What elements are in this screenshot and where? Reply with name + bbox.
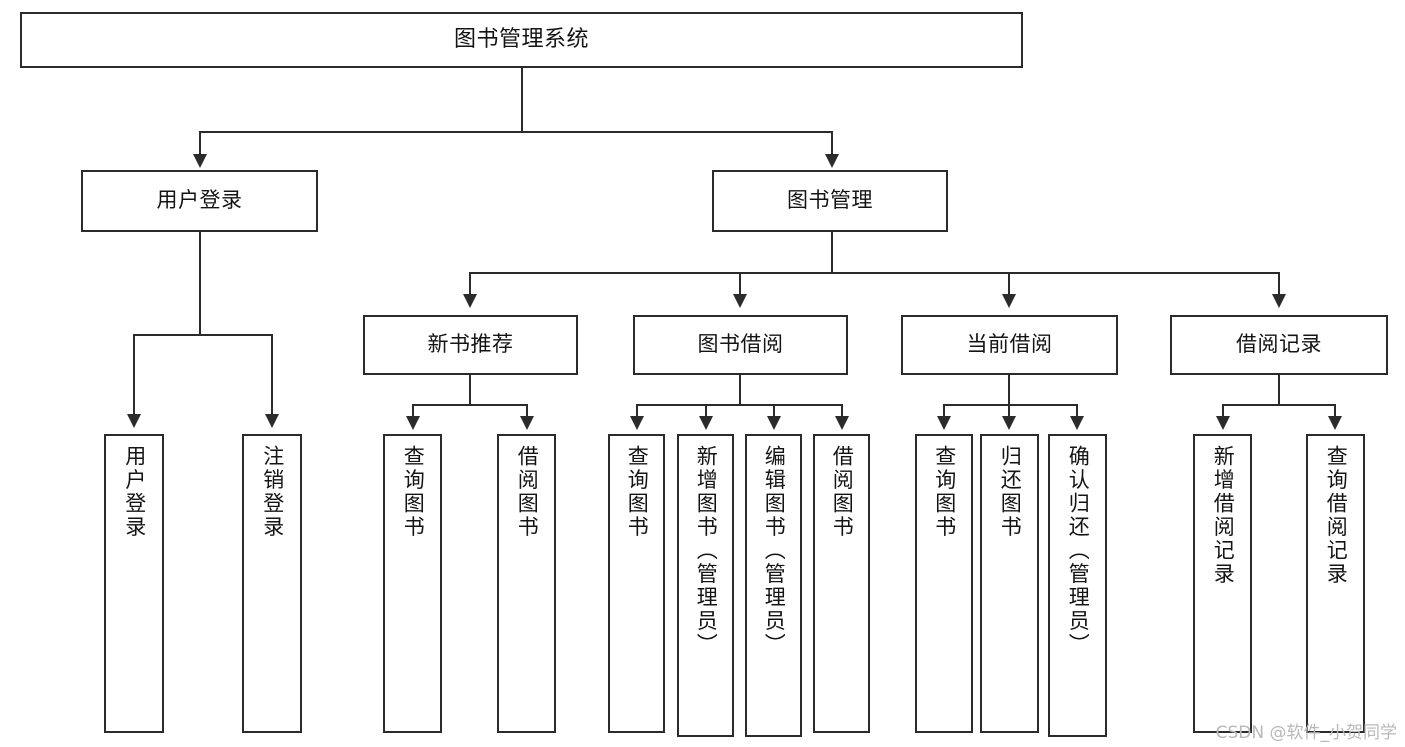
connector-drop-leaf-user-login-1 [133,334,135,416]
leaf-borrow-record-add[interactable]: 新增借阅记录 [1193,434,1252,733]
arrow-to-bb-leaf-3 [767,416,781,430]
node-book-borrow[interactable]: 图书借阅 [633,315,848,375]
leaf-book-borrow-add[interactable]: 新增图书（管理员） [677,434,734,737]
arrow-to-book-manage [825,154,839,168]
leaf-borrow-record-query[interactable]: 查询借阅记录 [1306,434,1365,733]
node-current-borrow[interactable]: 当前借阅 [901,315,1118,375]
connector-current-borrow-stem [1008,375,1010,405]
connector-drop-new-book [469,272,471,296]
connector-drop-nbr-1 [412,404,414,418]
arrow-to-br-leaf-2 [1328,416,1342,430]
connector-borrow-record-bus [1222,404,1336,406]
connector-drop-cb-3 [1076,404,1078,418]
connector-book-borrow-bus [636,404,843,406]
node-label: 编辑图书（管理员） [762,445,787,657]
node-label: 新书推荐 [427,332,514,357]
connector-current-borrow-bus [943,404,1077,406]
connector-drop-user-login [199,131,201,156]
arrow-to-cb-leaf-3 [1070,416,1084,430]
arrow-to-cb-leaf-1 [937,416,951,430]
leaf-new-book-borrow[interactable]: 借阅图书 [497,434,556,733]
leaf-book-borrow-borrow[interactable]: 借阅图书 [813,434,870,733]
leaf-current-borrow-return[interactable]: 归还图书 [980,434,1039,733]
leaf-user-login-login[interactable]: 用户登录 [104,434,164,733]
connector-drop-bb-4 [841,404,843,418]
connector-borrow-record-stem [1278,375,1280,405]
node-label: 查询借阅记录 [1324,445,1349,586]
connector-drop-cb-1 [943,404,945,418]
connector-drop-br-1 [1222,404,1224,418]
node-root-system[interactable]: 图书管理系统 [20,12,1023,68]
connector-drop-bb-3 [773,404,775,418]
arrow-to-user-login [193,154,207,168]
connector-drop-current-borrow [1008,272,1010,296]
connector-drop-bb-1 [636,404,638,418]
arrow-to-new-book-recommend [463,294,477,308]
arrow-to-current-borrow [1002,294,1016,308]
node-label: 确认归还（管理员） [1066,445,1091,657]
node-label: 新增图书（管理员） [694,445,719,657]
connector-drop-book-manage [831,131,833,156]
leaf-current-borrow-query[interactable]: 查询图书 [915,434,973,733]
arrow-to-bb-leaf-2 [699,416,713,430]
connector-new-book-stem [469,375,471,405]
connector-level3-bus [469,272,1280,274]
node-label: 新增借阅记录 [1211,445,1236,586]
connector-book-manage-stem [831,232,833,274]
node-label: 图书管理系统 [453,26,589,52]
connector-drop-leaf-user-login-2 [271,334,273,416]
arrow-to-bb-leaf-1 [630,416,644,430]
arrow-to-borrow-record [1272,294,1286,308]
arrow-to-leaf-user-login-1 [127,414,141,428]
connector-user-login-bus [133,334,272,336]
leaf-book-borrow-query[interactable]: 查询图书 [608,434,665,733]
node-label: 归还图书 [998,445,1023,539]
connector-drop-cb-2 [1008,404,1010,418]
node-label: 借阅图书 [830,445,855,539]
connector-new-book-bus [412,404,528,406]
node-label: 查询图书 [932,445,957,539]
connector-root-stem [521,68,523,132]
node-label: 当前借阅 [966,332,1053,357]
node-label: 图书管理 [787,188,873,213]
leaf-current-borrow-confirm[interactable]: 确认归还（管理员） [1048,434,1107,737]
connector-drop-borrow-record [1278,272,1280,296]
node-label: 图书借阅 [697,332,784,357]
arrow-to-nbr-leaf-1 [406,416,420,430]
node-book-management[interactable]: 图书管理 [712,170,948,232]
connector-book-borrow-stem [739,375,741,405]
connector-user-login-stem [199,232,201,336]
node-user-login[interactable]: 用户登录 [81,170,318,232]
leaf-book-borrow-edit[interactable]: 编辑图书（管理员） [745,434,802,737]
node-label: 借阅图书 [515,445,540,539]
arrow-to-br-leaf-1 [1216,416,1230,430]
connector-root-bus [199,131,833,133]
arrow-to-cb-leaf-2 [1002,416,1016,430]
arrow-to-book-borrow [733,294,747,308]
arrow-to-nbr-leaf-2 [520,416,534,430]
leaf-new-book-query[interactable]: 查询图书 [383,434,442,733]
node-label: 查询图书 [401,445,426,539]
node-label: 注销登录 [260,445,285,539]
node-label: 用户登录 [156,188,243,213]
connector-drop-br-2 [1334,404,1336,418]
node-label: 借阅记录 [1236,332,1322,357]
node-label: 查询图书 [625,445,650,539]
connector-drop-nbr-2 [526,404,528,418]
arrow-to-leaf-user-login-2 [265,414,279,428]
connector-drop-bb-2 [705,404,707,418]
leaf-user-login-logout[interactable]: 注销登录 [242,434,302,733]
arrow-to-bb-leaf-4 [835,416,849,430]
node-new-book-recommend[interactable]: 新书推荐 [363,315,578,375]
connector-drop-book-borrow [739,272,741,296]
node-label: 用户登录 [122,445,147,539]
node-borrow-record[interactable]: 借阅记录 [1170,315,1388,375]
